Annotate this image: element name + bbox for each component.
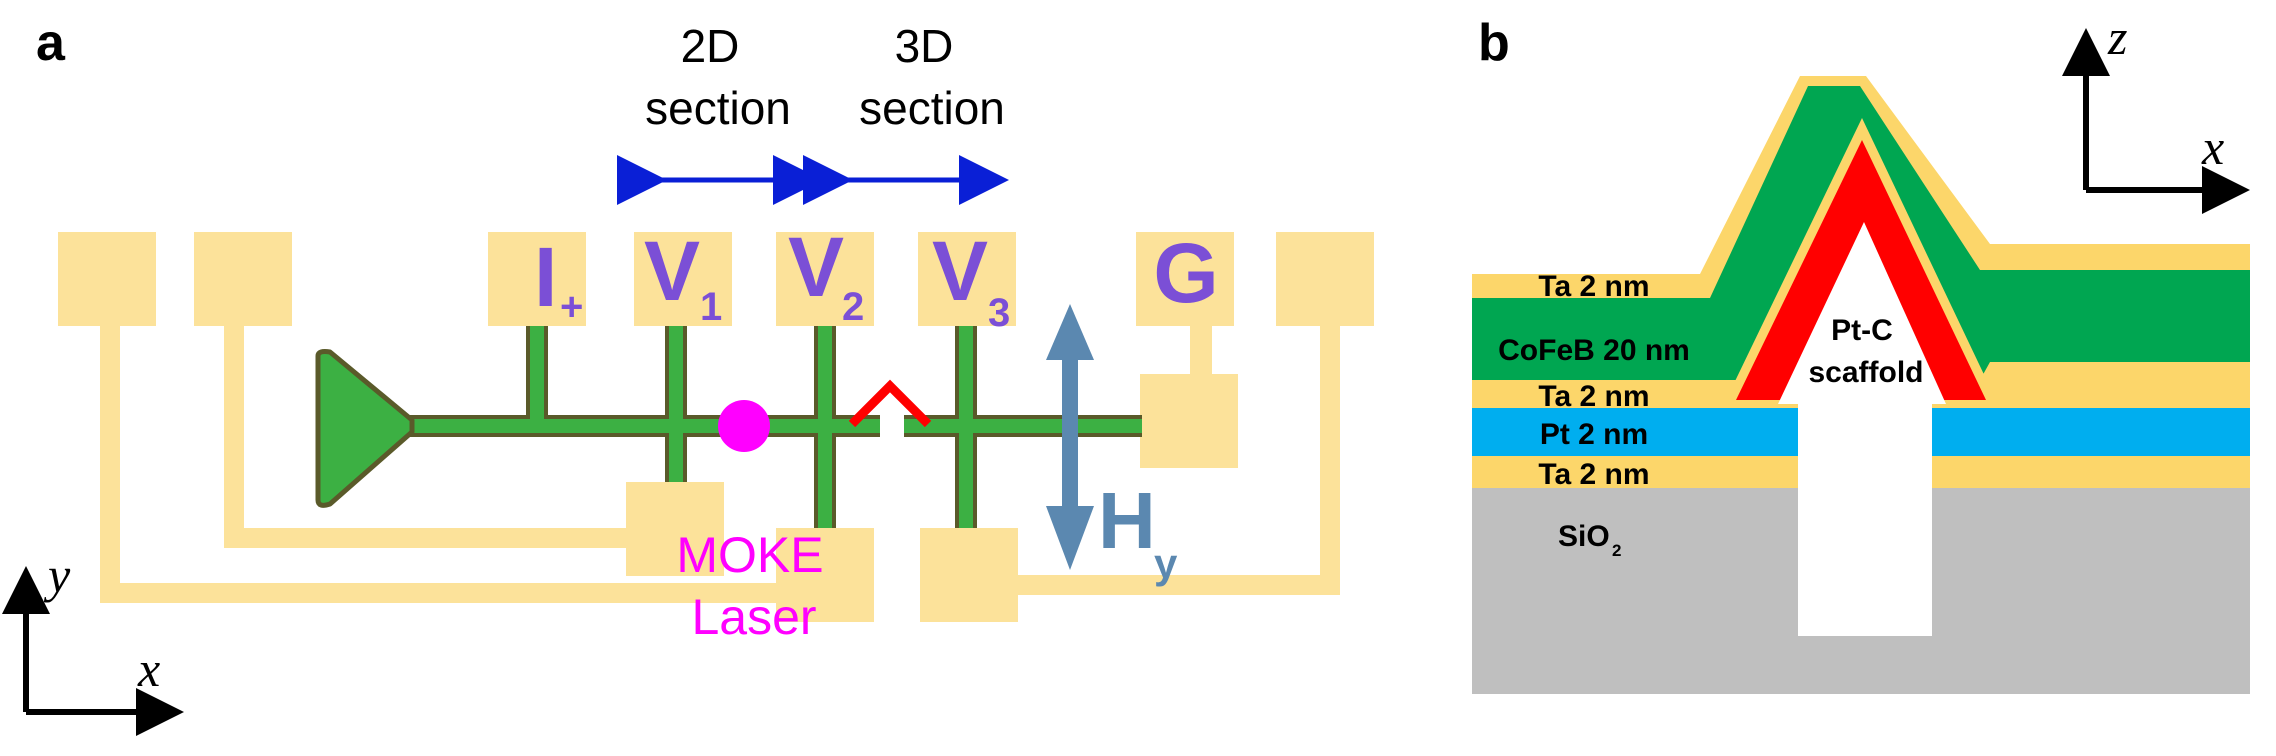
label-i-sub: + [560,285,583,329]
section-3d-line2: section [859,82,1005,134]
axis-x-label: x [137,641,160,697]
label-sio2-sub: 2 [1612,541,1621,560]
pad-v3 [918,232,1016,326]
label-v2-sub: 2 [842,285,864,329]
device-wire [315,326,1142,528]
label-v3: V [932,224,988,318]
field-label-h: H [1098,476,1156,565]
ta-bottom-right [1932,456,2250,488]
label-g: G [1153,226,1218,320]
panel-b-label: b [1478,14,1510,72]
pad-v1 [634,232,732,326]
panel-a-label: a [36,14,66,72]
axis-y-label: y [43,547,71,603]
scaffold-interior [1778,222,1946,404]
axis-z-label: z [2107,9,2127,65]
moke-label-line2: Laser [691,589,816,645]
label-scaffold-line1: Pt-C [1831,314,1893,347]
pad-v2 [776,232,874,326]
label-v1: V [644,224,700,318]
label-pt: Pt 2 nm [1540,418,1648,451]
moke-laser-spot [718,400,770,452]
section-2d-line2: section [645,82,791,134]
label-ta-mid: Ta 2 nm [1538,380,1649,413]
wire-triangle-pad [315,349,415,508]
label-ta-top: Ta 2 nm [1538,270,1649,303]
pad-8 [1276,232,1374,326]
label-sio2: SiO [1558,520,1610,553]
3d-section-feature [848,379,932,428]
pad-lower-right [920,528,1018,622]
panel-a: a 2D section 3D section [1,14,1374,736]
pad-1 [58,232,156,326]
pad-g [1136,232,1234,326]
pt-left [1472,406,1798,456]
panel-b: b Ta 2 nm CoFeB 20 nm Ta 2 nm Pt 2 nm Ta… [1472,9,2250,694]
field-label-sub: y [1154,540,1178,587]
pt-right [1932,406,2250,456]
moke-label-line1: MOKE [676,527,823,583]
xy-axes [1,566,184,736]
section-3d-line1: 3D [895,20,954,72]
label-v3-sub: 3 [988,291,1010,335]
axis-x-label-b: x [2201,119,2224,175]
field-arrow-hy [1046,304,1094,570]
pad-2 [194,232,292,326]
xz-axes [2062,28,2250,214]
pad-g-lower [1140,374,1238,468]
label-v1-sub: 1 [700,285,722,329]
ta-bottom-left [1472,456,1798,488]
bond-pads [58,232,1374,622]
substrate-trench [1798,486,1932,636]
label-v2: V [788,220,844,314]
section-2d-line1: 2D [681,20,740,72]
pad-lower-left [626,482,724,576]
label-cofeb: CoFeB 20 nm [1498,334,1690,367]
label-i: I [534,230,557,324]
pad-g-link [1190,326,1212,376]
pad-i-plus [488,232,586,326]
pad-lower-mid [776,528,874,622]
scaffold-column [1798,396,1932,496]
label-scaffold-line2: scaffold [1808,356,1923,389]
label-ta-bottom: Ta 2 nm [1538,458,1649,491]
